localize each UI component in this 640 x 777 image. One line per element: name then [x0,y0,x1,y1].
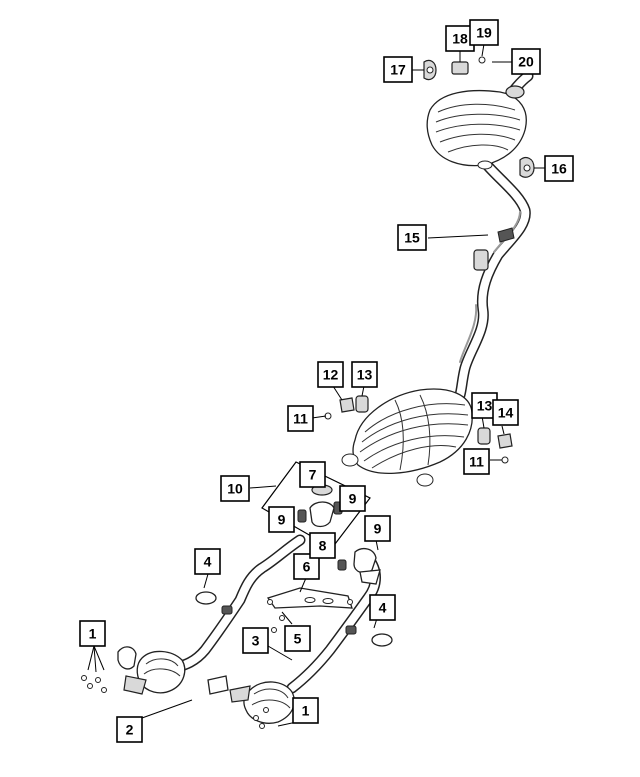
bolt-11-right [501,456,509,464]
callout-18-label: 18 [452,31,468,47]
callout-20: 20 [511,48,541,75]
resonator-muffler [341,388,473,487]
callout-17: 17 [383,56,413,83]
callout-1-label: 1 [89,626,97,642]
callout-1-right: 1 [292,697,319,724]
callout-3: 3 [242,627,269,654]
callout-2: 2 [116,716,143,743]
studs-1-left [81,675,107,693]
rear-muffler [426,85,527,170]
clamp-4-right [345,625,393,647]
callout-9-label: 9 [349,491,357,507]
callout-5: 5 [284,625,311,652]
callout-7: 7 [299,461,326,488]
callout-20-label: 20 [518,54,534,70]
callout-4-right: 4 [369,594,396,621]
callout-1-label: 1 [302,703,310,719]
callout-19: 19 [469,19,499,46]
callout-2-label: 2 [126,722,134,738]
pipe-hanger-15 [473,227,515,271]
callout-19-label: 19 [476,25,492,41]
callout-4-label: 4 [379,600,387,616]
catalytic-converter-right [207,675,295,724]
coupling-9 [337,547,381,585]
callout-7-label: 7 [309,467,317,483]
callout-16: 16 [544,155,574,182]
callout-9-inset-left: 9 [268,506,295,533]
callout-1-left: 1 [79,620,106,647]
support-bracket-6 [266,587,353,609]
callout-5-label: 5 [294,631,302,647]
callout-4-left: 4 [194,548,221,575]
callout-11-label: 11 [293,411,308,427]
callout-13-left: 13 [351,361,378,388]
callout-6-label: 6 [303,559,311,575]
bolt-19 [478,56,486,64]
callout-15-label: 15 [404,230,420,246]
isolator-13-right [477,427,491,445]
callout-9-label: 9 [278,512,286,528]
hanger-bracket-12 [332,385,355,413]
callout-6: 6 [293,553,320,580]
isolator-13-left [355,395,369,413]
callout-8: 8 [309,532,336,559]
callout-9-coupling: 9 [364,515,391,542]
hanger-isolator-17 [423,59,437,81]
callout-13-label: 13 [357,367,373,383]
callout-17-label: 17 [390,62,406,78]
hanger-isolator-16 [519,157,535,178]
callout-10: 10 [220,475,250,502]
studs-1-right [253,707,269,729]
callout-9-inset-right: 9 [339,485,366,512]
callout-11-left: 11 [287,405,314,432]
callout-12-label: 12 [323,367,339,383]
callout-11-right: 11 [463,448,490,475]
callout-14-label: 14 [498,405,514,421]
callout-10-label: 10 [227,481,243,497]
callout-16-label: 16 [551,161,567,177]
callout-9-label: 9 [374,521,382,537]
callout-12: 12 [317,361,344,388]
callout-15: 15 [397,224,427,251]
catalytic-converter-left [117,646,186,695]
callout-13-label: 13 [477,398,493,414]
callout-11-label: 11 [469,454,484,470]
hanger-bracket-18 [451,50,469,75]
callout-14: 14 [492,399,519,426]
clamp-4-left [195,591,233,615]
hanger-bracket-14 [497,433,513,449]
callout-3-label: 3 [252,633,260,649]
callout-8-label: 8 [319,538,327,554]
callout-4-label: 4 [204,554,212,570]
leader-lines [87,43,545,727]
